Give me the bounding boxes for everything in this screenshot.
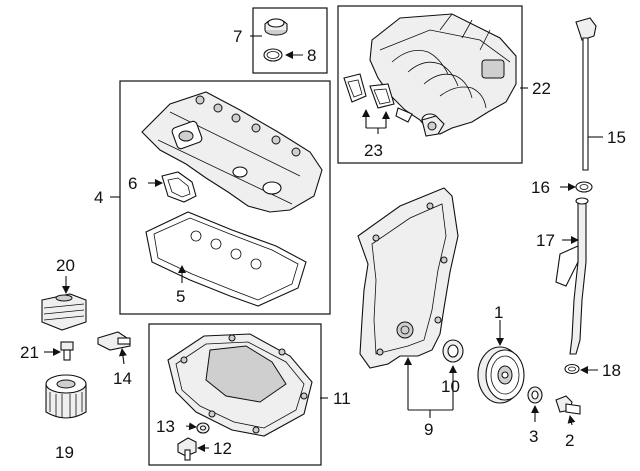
callout-19: 19 (55, 443, 74, 462)
cap-gasket-part (263, 48, 283, 62)
pulley-washer-part (527, 386, 543, 404)
callout-22: 22 (532, 79, 551, 98)
callout-9: 9 (424, 420, 433, 439)
callout-5: 5 (176, 287, 185, 306)
callout-13: 13 (156, 417, 175, 436)
tube-o-ring-part (564, 363, 580, 375)
callout-20: 20 (56, 256, 75, 275)
callout-23: 23 (364, 141, 383, 160)
pulley-bolt-part (555, 395, 581, 415)
callout-11: 11 (333, 389, 351, 408)
dipstick-o-ring-part (575, 181, 593, 193)
oil-filter-part (45, 374, 87, 419)
cooler-fitting-part (60, 341, 74, 361)
callout-21: 21 (20, 343, 39, 362)
intake-manifold-group-frame (337, 5, 523, 164)
callout-2: 2 (565, 431, 574, 450)
oil-pan-part (167, 333, 313, 437)
callout-12: 12 (213, 439, 232, 458)
timing-cover-part (357, 187, 459, 369)
intake-manifold-part (369, 13, 517, 135)
callout-8: 8 (307, 46, 316, 65)
oil-pan-group-frame (148, 323, 322, 466)
dipstick-tube-part (555, 197, 589, 355)
manifold-gasket-part (343, 73, 445, 137)
callout-7: 7 (233, 27, 242, 46)
callout-14: 14 (113, 369, 132, 388)
callout-15: 15 (607, 128, 626, 147)
crankshaft-pulley-part (477, 346, 525, 404)
valve-cover-gasket-part (145, 211, 307, 307)
filter-element-part (97, 331, 131, 351)
oil-filler-cap-part (264, 18, 288, 36)
callout-16: 16 (531, 178, 550, 197)
callout-6: 6 (128, 174, 137, 193)
callout-3: 3 (529, 427, 538, 446)
callout-17: 17 (536, 231, 555, 250)
callout-10: 10 (441, 377, 460, 396)
dipstick-part (575, 17, 597, 171)
drain-plug-part (177, 437, 197, 461)
tube-seal-part (161, 171, 197, 203)
drain-washer-part (196, 422, 210, 434)
front-seal-part (442, 339, 464, 363)
valve-cover-part (141, 91, 323, 213)
callout-4: 4 (94, 188, 103, 207)
oil-cooler-part (41, 293, 87, 331)
callout-18: 18 (602, 361, 621, 380)
callout-1: 1 (494, 303, 503, 322)
leader-lines (44, 35, 603, 452)
oil-cap-group-frame (252, 7, 328, 74)
